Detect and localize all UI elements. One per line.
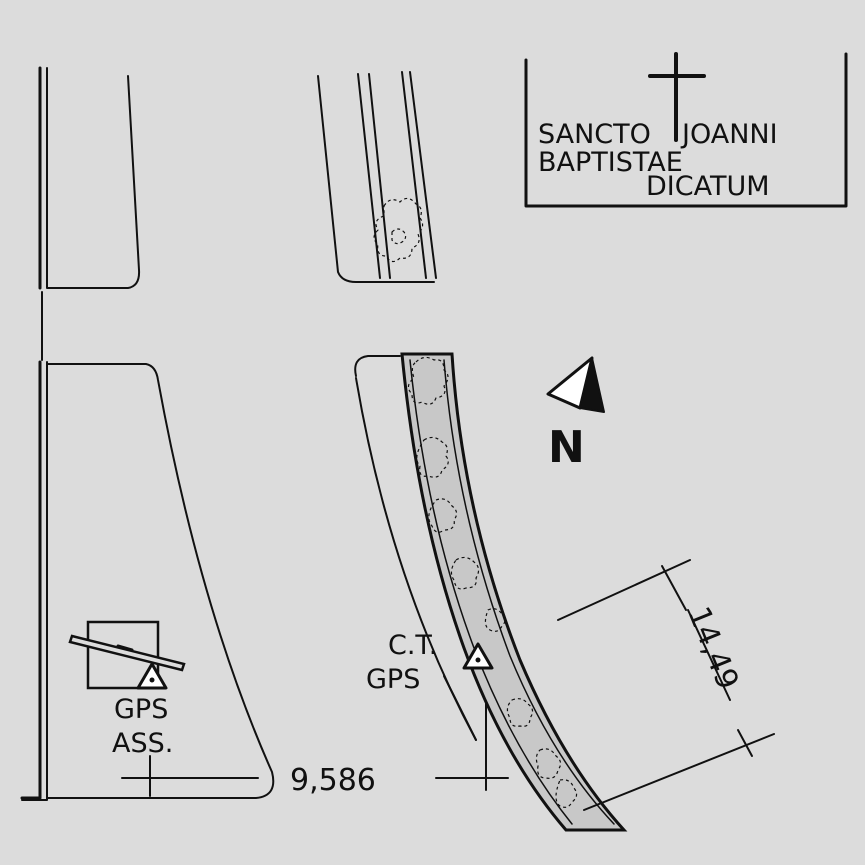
hedge-strip (400, 352, 628, 832)
inscription-line1a: SANCTO (538, 119, 651, 150)
dimension-bottom-value: 9,586 (290, 763, 376, 798)
left-road (20, 66, 275, 801)
inscription-line3: DICATUM (646, 171, 770, 202)
ct-gps-line2: GPS (366, 664, 420, 695)
ct-gps-line1: C.T. (388, 630, 437, 661)
gps-ass-marker: GPS ASS. (68, 620, 186, 759)
inscription-line1b: JOANNI (680, 119, 778, 150)
ct-gps-marker: C.T. GPS (366, 630, 494, 695)
dimension-bottom: 9,586 (121, 675, 509, 798)
dimension-right: 14,49 (557, 559, 775, 811)
north-arrow: N (546, 356, 605, 473)
north-label: N (548, 422, 585, 473)
middle-road-top (317, 71, 437, 283)
dimension-right-value: 14,49 (681, 602, 746, 695)
inscription-line2: BAPTISTAE (538, 147, 683, 178)
hedge-shrubs (407, 356, 578, 808)
gps-ass-line2: ASS. (112, 728, 173, 759)
ct-triangle-icon (462, 642, 494, 670)
inscription-plaque: SANCTO JOANNI BAPTISTAE DICATUM (524, 52, 848, 208)
gps-ass-line1: GPS (114, 694, 168, 725)
gps-triangle-icon (136, 662, 168, 690)
cross-icon (648, 52, 706, 142)
hedge-top (373, 197, 424, 263)
middle-road-curve (354, 352, 628, 832)
